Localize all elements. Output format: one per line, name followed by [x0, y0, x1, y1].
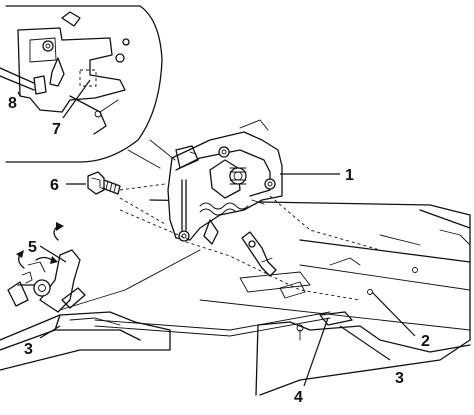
callout-labels: 1 2 3 4 5 6 7 8 3: [8, 95, 430, 406]
hood-latch: [167, 119, 283, 245]
callout-2: 2: [421, 333, 430, 350]
cross-member: [149, 199, 471, 396]
callout-7: 7: [52, 121, 61, 138]
callout-6: 6: [50, 177, 59, 194]
bolt: [87, 171, 121, 195]
leader-lines: [17, 79, 416, 387]
callout-5: 5: [28, 239, 37, 256]
detail-magnifier: [0, 5, 176, 169]
safety-catch: [241, 231, 306, 299]
callout-3-left: 3: [24, 341, 33, 358]
callout-1: 1: [345, 167, 354, 184]
callout-8: 8: [8, 95, 17, 112]
callout-3-right: 3: [395, 370, 404, 387]
projection-lines: [119, 183, 381, 301]
release-lever-assembly: [0, 222, 171, 371]
release-cable: [59, 249, 331, 337]
callout-4: 4: [294, 389, 303, 406]
